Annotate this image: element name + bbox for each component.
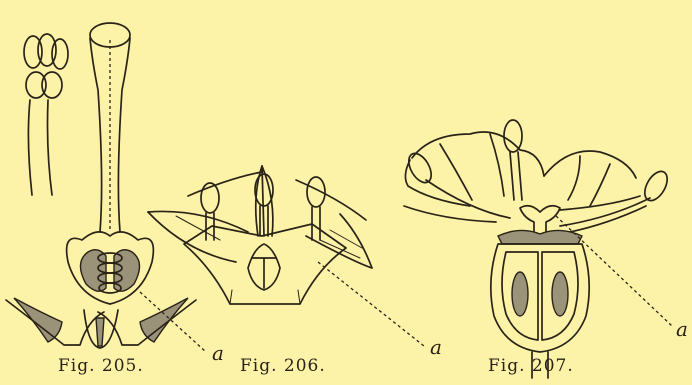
fig-206-label-a: a xyxy=(430,335,442,359)
fig-205-drawing xyxy=(6,23,196,348)
fig-205-label-a: a xyxy=(212,341,224,365)
fig-207-drawing xyxy=(404,120,672,378)
fig-207-caption: Fig. 207. xyxy=(488,356,574,376)
fig-206-caption: Fig. 206. xyxy=(240,356,326,376)
fig-205-receptacle xyxy=(6,298,196,348)
fig-206-leader-line xyxy=(318,262,424,346)
fig-206-drawing xyxy=(148,166,372,304)
fig-205-caption: Fig. 205. xyxy=(58,356,144,376)
fig-207-label-a: a xyxy=(676,317,688,341)
fig-206-cup xyxy=(184,224,346,304)
fig-205-anthers xyxy=(24,34,68,195)
fig-205-pistil xyxy=(90,23,130,232)
